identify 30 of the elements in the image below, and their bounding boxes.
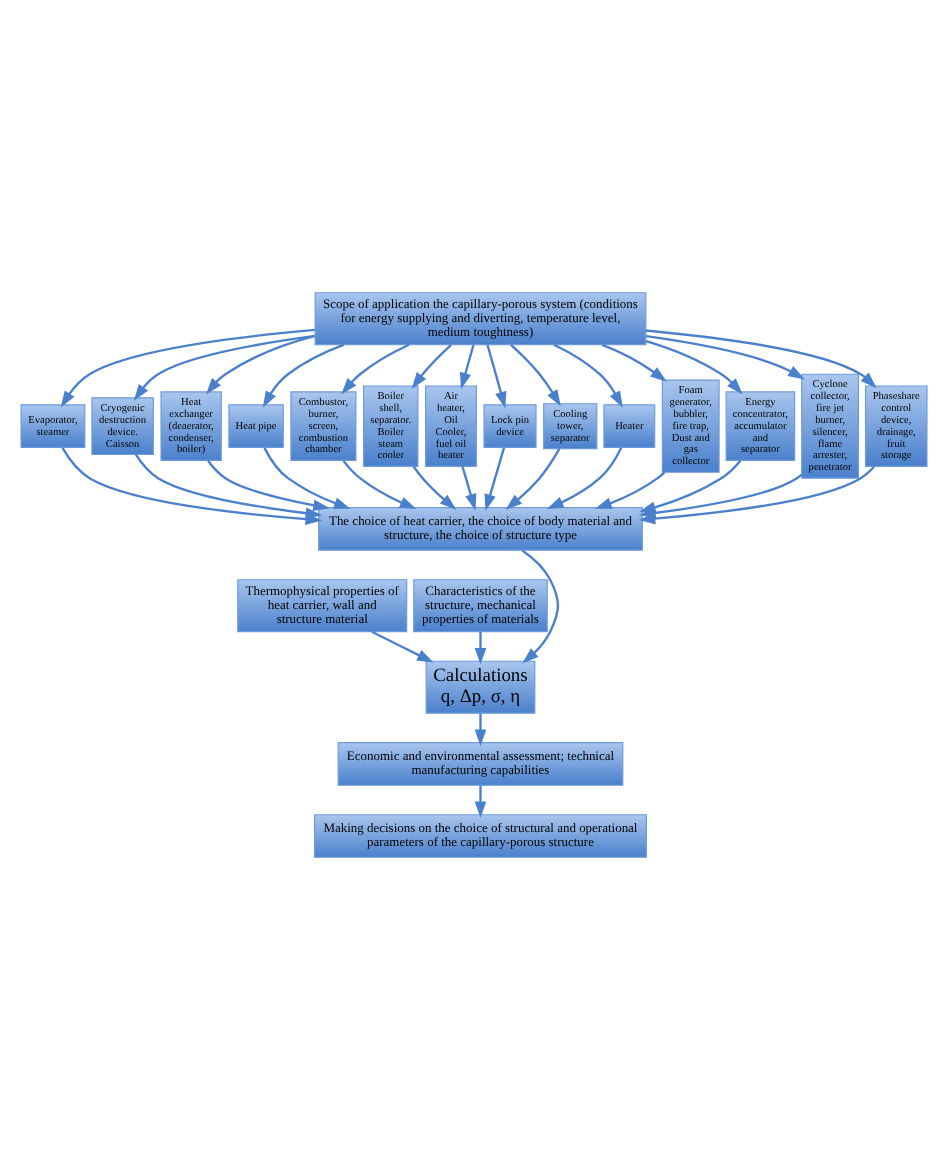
- arrow: [484, 447, 506, 511]
- arrow: [412, 465, 457, 510]
- arrow: [341, 343, 410, 395]
- arrow: [205, 334, 316, 395]
- arrow: [342, 460, 417, 510]
- arrow: [595, 471, 666, 509]
- arrow: [521, 549, 560, 664]
- arrow: [371, 630, 434, 663]
- arrow: [207, 460, 330, 511]
- arrow: [474, 631, 487, 665]
- arrow: [510, 344, 561, 407]
- arrow: [133, 334, 316, 401]
- arrow: [60, 328, 315, 408]
- arrow: [262, 343, 345, 408]
- arrow: [459, 344, 475, 390]
- arrow: [134, 454, 323, 519]
- arrow: [645, 335, 805, 380]
- arrow: [411, 343, 452, 389]
- arrow: [486, 344, 507, 409]
- arrow: [263, 447, 351, 509]
- arrow: [645, 340, 743, 395]
- arrow: [474, 713, 487, 747]
- arrow: [505, 448, 561, 510]
- arrow: [601, 343, 667, 382]
- arrow: [645, 329, 877, 389]
- node-box: Calculations q, Δp, σ, η: [425, 660, 536, 714]
- arrow: [461, 466, 477, 511]
- arrow: [553, 343, 623, 408]
- arrow: [474, 785, 487, 819]
- arrow: [546, 447, 623, 510]
